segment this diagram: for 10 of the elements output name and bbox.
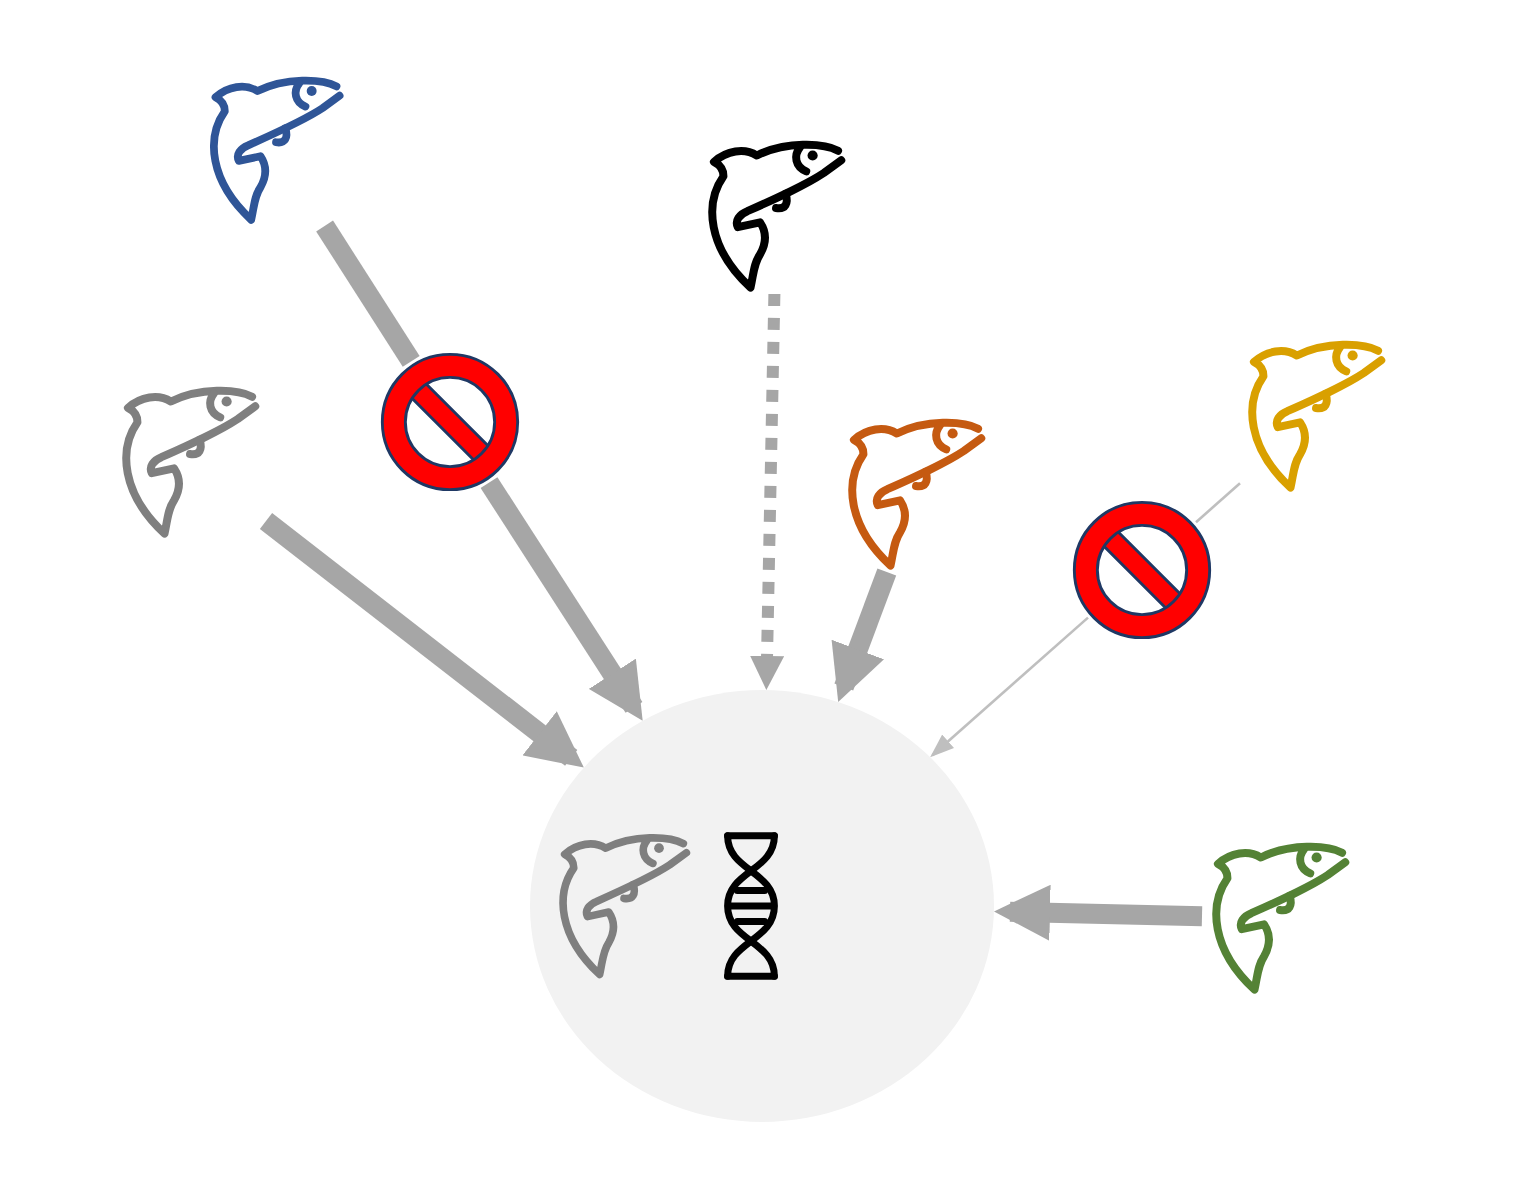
arrow [480,477,643,721]
prohibition-icon [378,350,522,494]
arrow [930,616,1089,758]
arrow [994,884,1203,941]
arrow [750,293,785,690]
arrow [831,568,897,702]
line [316,220,420,367]
prohibition-icon [1070,498,1214,642]
line [1195,482,1241,524]
arrow [259,513,584,768]
